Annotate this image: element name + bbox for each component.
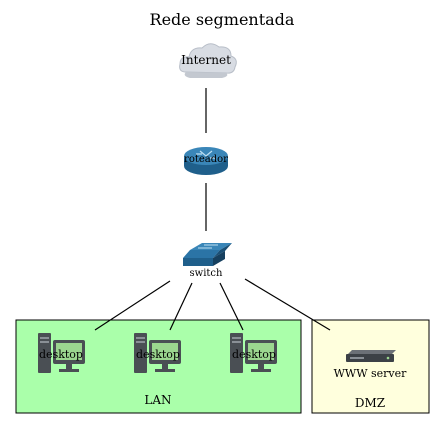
switch-icon [183,243,232,266]
desktop-node: desktop [230,333,277,373]
internet-label: Internet [181,53,231,67]
desktop-icon [230,333,277,373]
connections [94,88,331,331]
link-switch-desktop-1 [94,280,171,331]
router-icon [184,147,228,175]
internet-node: Internet [179,43,237,78]
server-node: WWW server [334,350,408,380]
desktop-node: desktop [38,333,85,373]
router-label: roteador [184,154,228,165]
link-switch-desktop-2 [169,282,193,331]
desktop-node: desktop [134,333,181,373]
cloud-icon [179,43,237,78]
switch-label: switch [190,268,224,279]
switch-node: switch [183,243,232,279]
desktop-label: desktop [39,348,83,361]
lan-zone [15,319,302,414]
desktop-icon [38,333,85,373]
dmz-label: DMZ [355,396,385,410]
diagram-title: Rede segmentada [150,10,295,29]
dmz-zone [311,319,430,414]
link-switch-server [244,278,331,331]
desktop-label: desktop [232,348,276,361]
lan-label: LAN [144,393,171,407]
link-switch-desktop-3 [219,282,244,331]
router-node: roteador [184,147,228,175]
server-label: WWW server [334,367,408,380]
desktop-label: desktop [136,348,180,361]
desktop-icon [134,333,181,373]
server-icon [346,350,396,362]
